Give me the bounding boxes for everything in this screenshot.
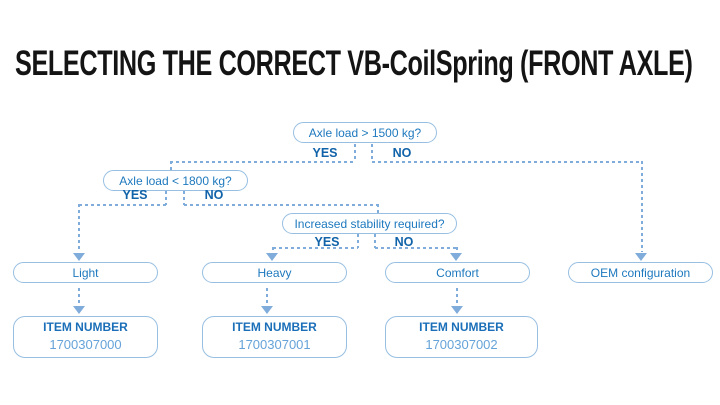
connector-q1-yes-drop xyxy=(170,161,172,170)
item-number: 1700307000 xyxy=(49,337,122,353)
arrowhead-light-icon xyxy=(73,253,85,261)
item-heading: ITEM NUMBER xyxy=(43,319,128,334)
connector-comfort-item xyxy=(456,288,458,305)
item-box-heavy: ITEM NUMBER 1700307001 xyxy=(202,316,347,358)
connector-q3-no-drop xyxy=(456,247,458,253)
connector-q2-no-drop xyxy=(377,204,379,213)
page-title: SELECTING THE CORRECT VB-CoilSpring (FRO… xyxy=(15,44,693,83)
arrowhead-comfort-icon xyxy=(450,253,462,261)
item-heading: ITEM NUMBER xyxy=(232,319,317,334)
connector-q1-yes-horizontal xyxy=(170,161,355,163)
connector-q1-no-vertical xyxy=(641,161,643,252)
decision-increased-stability: Increased stability required? xyxy=(282,213,457,234)
connector-q1-stub-no xyxy=(371,144,373,162)
item-number: 1700307002 xyxy=(425,337,498,353)
arrowhead-heavy-icon xyxy=(266,253,278,261)
item-box-light: ITEM NUMBER 1700307000 xyxy=(13,316,158,358)
label-q2-yes: YES xyxy=(122,188,148,202)
result-heavy: Heavy xyxy=(202,262,347,283)
connector-q3-no-horizontal xyxy=(375,247,457,249)
label-q3-no: NO xyxy=(394,235,414,249)
arrowhead-oem-icon xyxy=(635,253,647,261)
connector-q2-no-horizontal xyxy=(184,204,378,206)
connector-q3-stub-no xyxy=(374,234,376,248)
arrowhead-item3-icon xyxy=(451,306,463,314)
connector-q3-yes-horizontal xyxy=(273,247,358,249)
connector-q2-stub-no xyxy=(183,191,185,205)
connector-q1-no-horizontal xyxy=(372,161,642,163)
arrowhead-item2-icon xyxy=(261,306,273,314)
decision-axle-load-1800: Axle load < 1800 kg? xyxy=(103,170,248,191)
connector-q3-yes-drop xyxy=(272,247,274,253)
connector-q1-stub-yes xyxy=(354,144,356,162)
decision-axle-load-1500: Axle load > 1500 kg? xyxy=(293,122,437,143)
result-light: Light xyxy=(13,262,158,283)
result-oem-configuration: OEM configuration xyxy=(568,262,713,283)
connector-q2-yes-vertical xyxy=(78,204,80,252)
label-q1-no: NO xyxy=(392,146,412,160)
connector-q3-stub-yes xyxy=(357,234,359,248)
item-heading: ITEM NUMBER xyxy=(419,319,504,334)
label-q3-yes: YES xyxy=(314,235,340,249)
label-q2-no: NO xyxy=(204,188,224,202)
arrowhead-item1-icon xyxy=(73,306,85,314)
connector-heavy-item xyxy=(266,288,268,305)
result-comfort: Comfort xyxy=(385,262,530,283)
connector-q2-stub-yes xyxy=(165,191,167,205)
item-number: 1700307001 xyxy=(238,337,311,353)
label-q1-yes: YES xyxy=(312,146,338,160)
connector-light-item xyxy=(78,288,80,305)
connector-q2-yes-horizontal xyxy=(79,204,167,206)
item-box-comfort: ITEM NUMBER 1700307002 xyxy=(385,316,538,358)
